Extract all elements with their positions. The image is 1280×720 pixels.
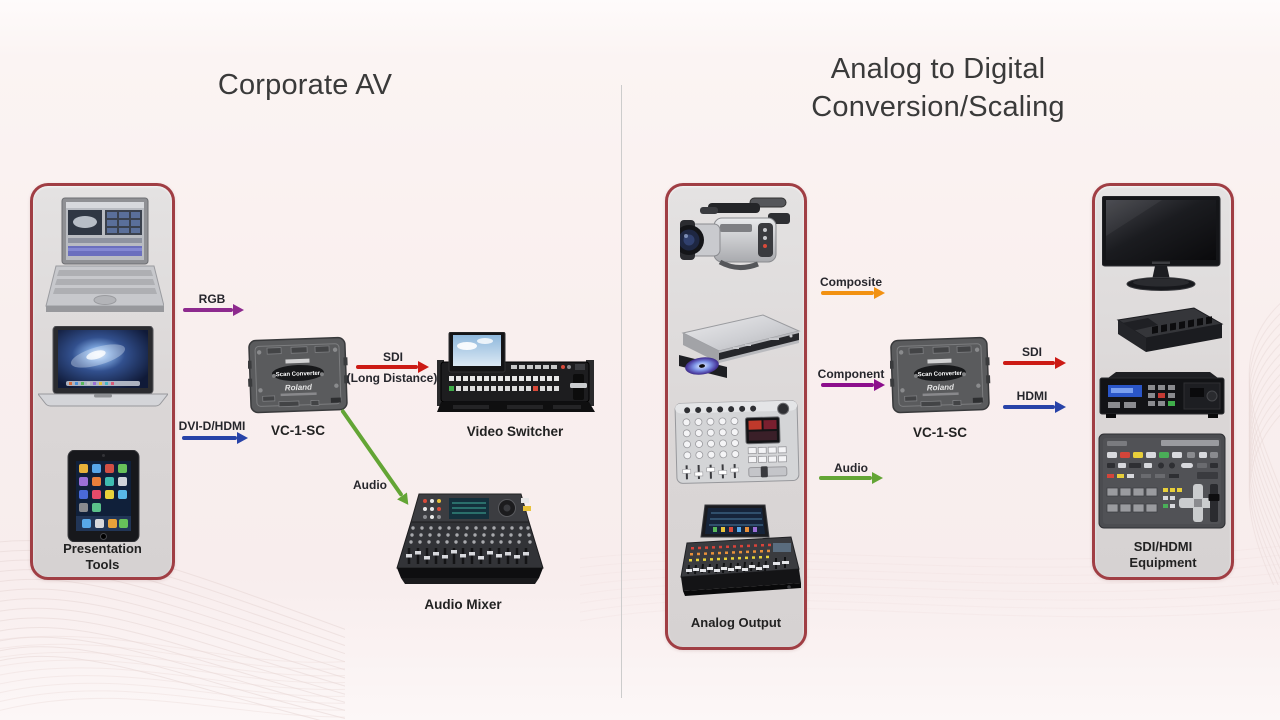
lcd-monitor-image xyxy=(1102,196,1221,291)
sdi-right-connection-label: SDI xyxy=(1021,345,1042,359)
sdi-hdmi-label-line2: Equipment xyxy=(1129,555,1197,570)
right-section-title: Analog to Digital Conversion/Scaling xyxy=(788,50,1088,126)
section-divider xyxy=(621,85,622,698)
media-player-box-image xyxy=(1116,307,1224,352)
audio-mixer-label: Audio Mixer xyxy=(424,597,502,612)
vc-1-sc-right-image: Scan Converter Roland xyxy=(890,336,991,414)
vc-1-sc-left-image: Scan Converter Roland xyxy=(248,336,349,414)
vc-1-sc-right-label: VC-1-SC xyxy=(912,425,967,440)
hdmi-connection-label: HDMI xyxy=(1016,389,1048,403)
presentation-tools-label: Presentation Tools xyxy=(30,541,175,573)
video-deck-image xyxy=(1099,372,1225,418)
v-40hd-switcher-image xyxy=(1098,433,1226,529)
vc-1-sc-left-label: VC-1-SC xyxy=(270,423,325,438)
analog-output-label: Analog Output xyxy=(690,615,782,630)
hdmi-arrow xyxy=(1003,405,1055,409)
dvi-connection-label: DVI-D/HDMI xyxy=(178,419,246,433)
component-arrow xyxy=(821,383,874,387)
rgb-arrow xyxy=(183,308,233,312)
right-title-line1: Analog to Digital xyxy=(830,53,1046,85)
rgb-connection-label: RGB xyxy=(198,292,226,306)
macbook-image xyxy=(38,326,168,407)
camcorder-image xyxy=(680,197,790,270)
left-section-title: Corporate AV xyxy=(217,69,393,101)
digital-mixer-image xyxy=(680,504,801,596)
av-mixer-image xyxy=(674,400,800,484)
dvi-arrow xyxy=(182,436,237,440)
editing-laptop-image xyxy=(45,197,164,312)
sdi-right-arrow xyxy=(1003,361,1055,365)
sdi-hdmi-label-line1: SDI/HDMI xyxy=(1133,539,1193,554)
audio-right-connection-label: Audio xyxy=(834,461,868,475)
sdi-left-connection-label: SDI xyxy=(382,350,403,364)
right-title-line2: Conversion/Scaling xyxy=(811,91,1065,123)
presentation-tools-label-line2: Tools xyxy=(85,557,120,572)
vc1-right-brand-text: Roland xyxy=(927,383,956,393)
audio-mixer-image xyxy=(396,493,544,584)
ipad-image xyxy=(67,450,140,542)
component-connection-label: Component xyxy=(817,367,885,381)
audio-left-connection-label: Audio xyxy=(353,478,387,492)
presentation-tools-label-line1: Presentation xyxy=(63,541,142,556)
sdi-hdmi-equipment-label: SDI/HDMI Equipment xyxy=(1092,539,1234,571)
composite-connection-label: Composite xyxy=(819,275,882,289)
composite-arrow xyxy=(821,291,874,295)
vc1-left-badge-text: Scan Converter xyxy=(276,371,321,379)
vc1-left-brand-text: Roland xyxy=(285,383,314,393)
sdi-long-distance-label: (Long Distance) xyxy=(346,371,438,385)
sdi-left-arrow xyxy=(356,365,418,369)
audio-right-arrow xyxy=(819,476,872,480)
dvd-player-image xyxy=(679,314,801,378)
video-switcher-image xyxy=(437,332,595,412)
video-switcher-label: Video Switcher xyxy=(466,424,564,439)
vc1-right-badge-text: Scan Converter xyxy=(918,371,963,379)
